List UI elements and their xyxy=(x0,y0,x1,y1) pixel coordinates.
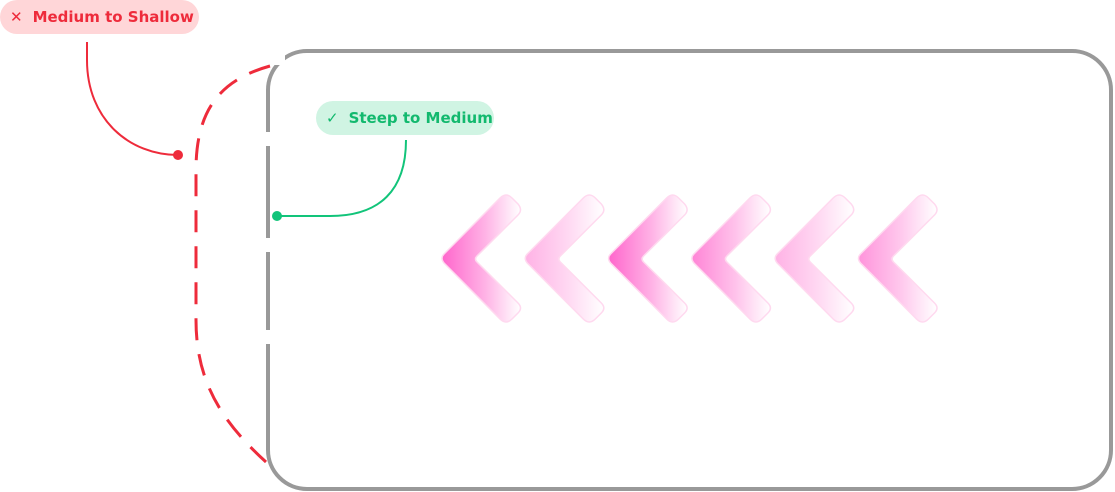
frame-gaps xyxy=(255,55,285,344)
chevron-left-icon xyxy=(524,194,605,323)
x-icon: ✕ xyxy=(10,8,23,26)
bad-connector xyxy=(86,42,179,156)
bad-connector-dot xyxy=(173,150,183,160)
label-text: Steep to Medium xyxy=(348,109,493,127)
check-icon: ✓ xyxy=(326,109,339,127)
chevron-left-icon xyxy=(607,194,688,323)
chevron-left-icon xyxy=(691,194,772,323)
steep-to-medium-label: ✓ Steep to Medium xyxy=(316,101,494,135)
good-connector-dot xyxy=(272,211,282,221)
chevron-left-icon xyxy=(441,194,522,323)
good-connector xyxy=(277,139,407,217)
dashed-curve xyxy=(194,64,271,464)
frame xyxy=(266,49,1113,491)
label-text: Medium to Shallow xyxy=(32,8,194,26)
medium-to-shallow-label: ✕ Medium to Shallow xyxy=(0,0,199,34)
chevron-left-icon xyxy=(774,194,855,323)
chevron-left-icon xyxy=(857,194,938,323)
